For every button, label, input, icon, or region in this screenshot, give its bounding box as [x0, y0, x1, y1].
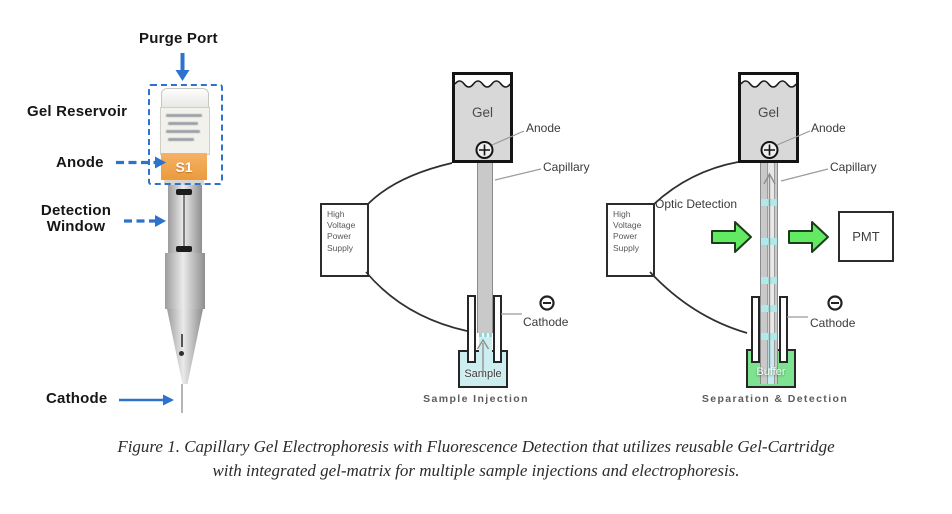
cartridge-collar [164, 180, 204, 185]
hv-power-supply-box-separation: High Voltage Power Supply [606, 203, 655, 277]
figure-caption-line1: Figure 1. Capillary Gel Electrophoresis … [117, 437, 835, 456]
cartridge-cone [167, 309, 203, 384]
gel-surface-wave [740, 75, 797, 88]
vial-label-line [168, 122, 198, 125]
capillary-buffer-column [767, 338, 774, 384]
cathode-label-injection: Cathode [523, 315, 569, 329]
capillary-label-separation: Capillary [830, 160, 877, 174]
sample-band [761, 238, 777, 245]
leader-capillary-separation [780, 168, 829, 182]
wire-cathode-separation [649, 271, 748, 334]
cathode-label-cartridge: Cathode [46, 390, 108, 407]
cone-slit [181, 334, 183, 347]
anode-label-cartridge: Anode [56, 154, 104, 171]
separation-caption: Separation & Detection [701, 393, 849, 405]
vial-label-line [166, 130, 200, 133]
vial-orange-band: S1 [161, 153, 207, 180]
wire-cathode-injection [365, 271, 468, 332]
sample-band [761, 277, 777, 284]
anode-label-separation: Anode [811, 121, 846, 135]
gel-surface-wave [454, 75, 511, 88]
electrode-symbols [475, 141, 843, 311]
detection-window-mark-top [176, 189, 192, 195]
pmt-box: PMT [838, 211, 894, 262]
detection-window-mark-bottom [176, 246, 192, 252]
anode-label-injection: Anode [526, 121, 561, 135]
cathode-minus-icon [827, 295, 843, 311]
cathode-label-separation: Cathode [810, 316, 856, 330]
sample-meniscus-dashes [478, 333, 492, 337]
cartridge-barrel-lower [165, 253, 205, 309]
detection-window-label: Detection Window [40, 202, 112, 235]
vial-label [160, 107, 210, 155]
gel-box-injection: Gel [452, 72, 513, 163]
gel-label-injection: Gel [471, 105, 493, 120]
capillary-injection [477, 160, 493, 333]
sample-band [761, 199, 777, 206]
gel-reservoir-outline [148, 84, 223, 185]
capillary-inner-channel [766, 163, 775, 384]
purge-port-label: Purge Port [139, 30, 218, 47]
figure-caption-line2: with integrated gel-matrix for multiple … [212, 461, 740, 480]
buffer-vessel-label: Buffer [756, 366, 786, 378]
cathode-minus-icon [539, 295, 555, 311]
detection-window-slit [183, 195, 185, 247]
capillary-label-injection: Capillary [543, 160, 590, 174]
optic-detection-label: Optic Detection [655, 197, 738, 211]
injection-caption: Sample Injection [423, 393, 529, 405]
detection-window-arrowhead [155, 215, 166, 227]
excitation-arrow-icon [711, 221, 752, 253]
vial-label-line [168, 138, 194, 141]
cathode-sleeve-left-injection [467, 295, 476, 363]
hv-wires [365, 161, 748, 334]
cathode-arrowhead [163, 394, 174, 406]
cathode-sleeve-left-separation [750, 296, 760, 363]
gel-label-separation: Gel [757, 105, 779, 120]
cone-dot [179, 351, 184, 356]
cathode-sleeve-right-separation [778, 296, 788, 363]
sample-vessel-label: Sample [464, 368, 502, 380]
wire-anode-injection [367, 162, 453, 205]
gel-box-separation: Gel [738, 72, 799, 163]
sample-band [761, 333, 777, 340]
hv-power-supply-box-injection: High Voltage Power Supply [320, 203, 369, 277]
vial-label-line [166, 114, 202, 117]
purge-port-arrowhead [175, 70, 190, 81]
sample-band [761, 305, 777, 312]
leader-capillary-injection [494, 168, 542, 181]
emission-arrow-icon [788, 221, 829, 253]
cathode-sleeve-right-injection [492, 295, 502, 363]
gel-reservoir-label: Gel Reservoir [27, 103, 128, 120]
capillary-needle [181, 384, 183, 413]
cartridge-barrel-upper [168, 185, 202, 253]
